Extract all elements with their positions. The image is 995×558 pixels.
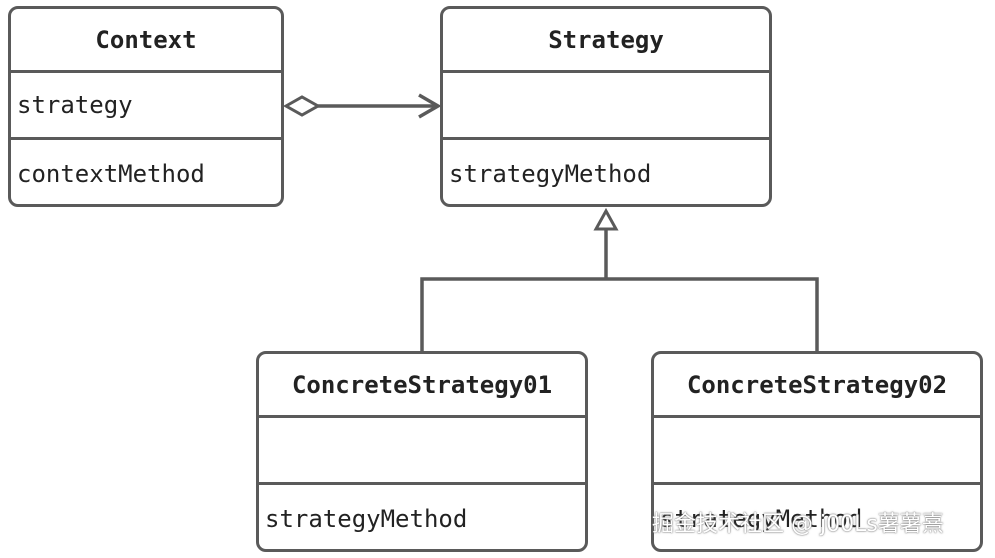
class-name: ConcreteStrategy02 xyxy=(654,354,980,418)
class-name: Strategy xyxy=(443,9,769,73)
aggregation-connector xyxy=(282,93,442,119)
hollow-triangle-icon xyxy=(593,207,619,231)
context-class: Context strategy contextMethod xyxy=(8,6,284,207)
class-method: contextMethod xyxy=(17,159,205,188)
open-arrowhead-icon xyxy=(418,93,442,119)
strategy-class: Strategy strategyMethod xyxy=(440,6,772,207)
class-attribute xyxy=(654,418,980,485)
class-method: strategyMethod xyxy=(449,159,652,188)
class-name: ConcreteStrategy01 xyxy=(259,354,585,418)
class-method: strategyMethod xyxy=(265,504,468,533)
watermark-text: 掘金技术社区 @ j00Ls薯薯熹 xyxy=(652,512,944,537)
concrete-strategy-02-class: ConcreteStrategy02 strategyMethod xyxy=(651,351,983,552)
class-attribute xyxy=(259,418,585,485)
inheritance-connector xyxy=(420,207,819,352)
concrete-strategy-01-class: ConcreteStrategy01 strategyMethod xyxy=(256,351,588,552)
class-name: Context xyxy=(11,9,281,73)
inheritance-branch-line xyxy=(420,277,819,352)
class-method: strategyMethod xyxy=(660,504,863,533)
aggregation-diamond-icon xyxy=(282,95,322,117)
class-attribute xyxy=(443,73,769,140)
class-attribute: strategy xyxy=(11,73,281,140)
